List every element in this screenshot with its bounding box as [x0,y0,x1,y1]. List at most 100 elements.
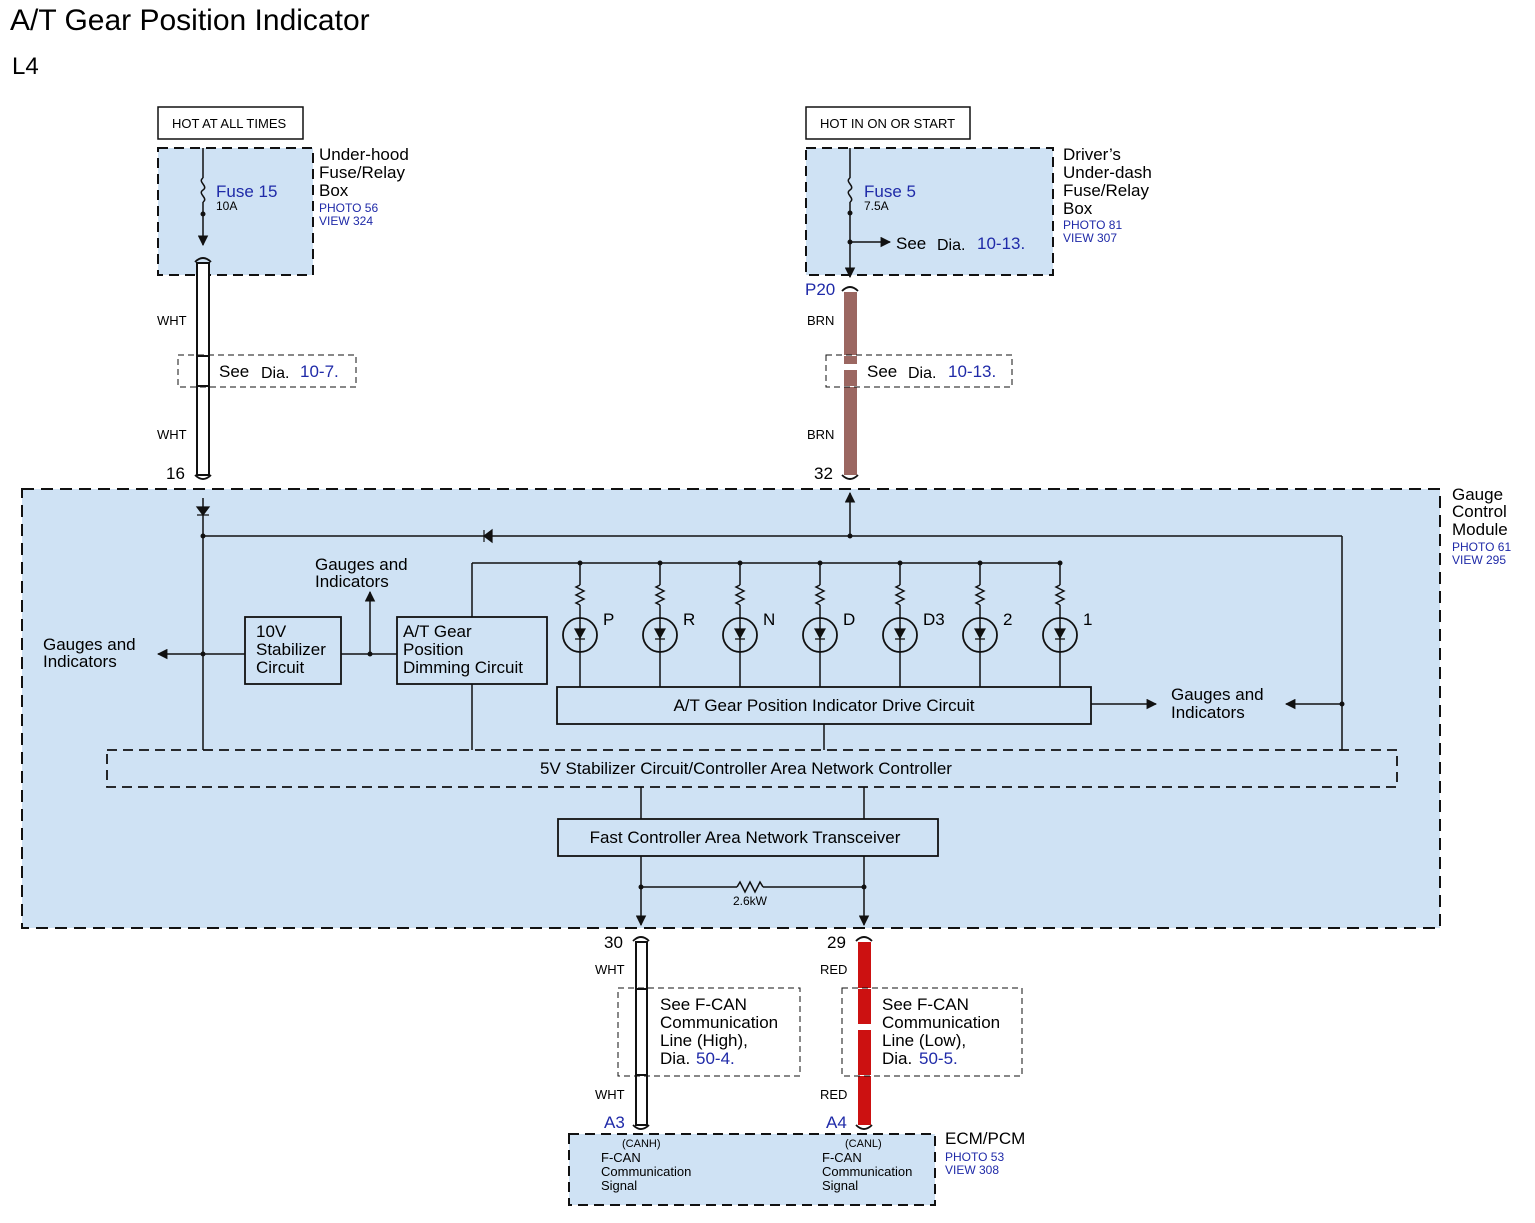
led-resistor-icon-2 [974,584,986,606]
led-resistor-icon-1 [1054,584,1066,606]
resistor-icon [736,880,764,894]
fcan-low-1: See F-CAN [882,995,969,1014]
see-fcan-low-box [841,987,1023,1077]
transceiver-label: Fast Controller Area Network Transceiver [590,828,901,847]
drive-circuit-box [556,686,1092,725]
transceiver-box [557,818,939,857]
led-bulb-icon-d [802,617,838,653]
underhood-box-name-2: Fuse/Relay [319,163,405,182]
gear-label-n: N [763,610,775,629]
fuse-5-name: Fuse 5 [864,182,916,201]
see-right-ref[interactable]: 10-13. [948,362,996,381]
fcan-low-ref[interactable]: 50-5. [919,1049,958,1068]
wire-color-red-2: RED [820,1087,847,1102]
pin-30: 30 [604,933,623,952]
can-controller-box [106,749,1398,788]
underhood-photo-link[interactable]: PHOTO 56 [319,201,378,215]
led-diode-icon-d3 [893,628,907,640]
ecm-canl: (CANL) [845,1138,882,1150]
underdash-view-link[interactable]: VIEW 307 [1063,231,1117,245]
wire-color-wht-4: WHT [595,1087,625,1102]
led-resistor-icon-r [654,584,666,606]
led-bulb-icon-r [642,617,678,653]
can-controller-label: 5V Stabilizer Circuit/Controller Area Ne… [540,759,952,778]
see-left-ref[interactable]: 10-7. [300,362,339,381]
ecm-photo-link[interactable]: PHOTO 53 [945,1150,1004,1164]
ecm-l-signal-1: F-CAN [822,1150,862,1165]
ecm-h-signal-3: Signal [601,1178,637,1193]
diode-bus-icon [483,528,493,544]
ecm-view-link[interactable]: VIEW 308 [945,1163,999,1177]
underhood-box-name-1: Under-hood [319,145,409,164]
led-bulb-icon-p [562,617,598,653]
underdash-dia: Dia. [937,237,965,254]
gauges-right-1: Gauges and [1171,685,1264,704]
led-diode-icon-p [573,628,587,640]
ecm-l-signal-3: Signal [822,1178,858,1193]
ecm-l-signal-2: Communication [822,1164,912,1179]
underdash-photo-link[interactable]: PHOTO 81 [1063,218,1122,232]
fcan-low-dia: Dia. [882,1049,912,1068]
hot-at-all-times-box [157,106,304,140]
fuse-15-rating: 10A [216,199,237,213]
fuse-15-name: Fuse 15 [216,182,277,201]
ecm-h-signal-2: Communication [601,1164,691,1179]
gcm-photo-link[interactable]: PHOTO 61 [1452,540,1511,554]
fcan-high-1: See F-CAN [660,995,747,1014]
led-bulb-icon-d3 [882,617,918,653]
led-diode-icon-1 [1053,628,1067,640]
led-bulb-icon-2 [962,617,998,653]
underhood-view-link[interactable]: VIEW 324 [319,214,373,228]
drive-circuit-label: A/T Gear Position Indicator Drive Circui… [673,696,974,715]
gcm-view-link[interactable]: VIEW 295 [1452,553,1506,567]
underhood-box-name-3: Box [319,181,349,200]
led-resistor-icon-d3 [894,584,906,606]
see-left-see: See [219,362,249,381]
gauges-top-2: Indicators [315,572,389,591]
fcan-low-3: Line (Low), [882,1031,966,1050]
gcm-name-2: Control [1452,502,1507,521]
stabilizer-10v-box [244,616,342,685]
gauges-right-2: Indicators [1171,703,1245,722]
gear-label-1: 1 [1083,610,1092,629]
led-resistor-icon-p [574,584,586,606]
see-fcan-high-box [617,987,801,1077]
underdash-box-name-2: Under-dash [1063,163,1152,182]
see-right-see: See [867,362,897,381]
underdash-fuse-box [805,147,1054,276]
fuse-15-icon [200,177,206,203]
fcan-high-ref[interactable]: 50-4. [696,1049,735,1068]
fuse-5-icon [847,177,853,203]
led-diode-icon-n [733,628,747,640]
wire-color-brn-1: BRN [807,313,834,328]
fuse-5-rating: 7.5A [864,199,889,213]
hot-in-on-label: HOT IN ON OR START [820,116,955,131]
dimming-3: Dimming Circuit [403,658,523,677]
wire-color-red-1: RED [820,962,847,977]
pin-16: 16 [166,464,185,483]
hot-at-all-times-label: HOT AT ALL TIMES [172,116,286,131]
pin-29: 29 [827,933,846,952]
pin-32: 32 [814,464,833,483]
dimming-1: A/T Gear [403,622,472,641]
underdash-box-name-3: Fuse/Relay [1063,181,1149,200]
fcan-high-3: Line (High), [660,1031,748,1050]
stab10v-3: Circuit [256,658,304,677]
gear-label-p: P [603,610,614,629]
stab10v-2: Stabilizer [256,640,326,659]
page-title: A/T Gear Position Indicator [10,4,370,37]
led-bulb-icon-1 [1042,617,1078,653]
see-right-dia: Dia. [908,365,936,382]
gauges-left-2: Indicators [43,652,117,671]
underdash-dia-ref[interactable]: 10-13. [977,234,1025,253]
ecm-canh: (CANH) [622,1138,661,1150]
led-resistor-icon-n [734,584,746,606]
led-diode-icon-r [653,628,667,640]
ecm-pcm-box [568,1133,936,1206]
dimming-2: Position [403,640,463,659]
led-resistor-icon-d [814,584,826,606]
gauges-top-1: Gauges and [315,555,408,574]
connector-a4: A4 [826,1113,847,1132]
